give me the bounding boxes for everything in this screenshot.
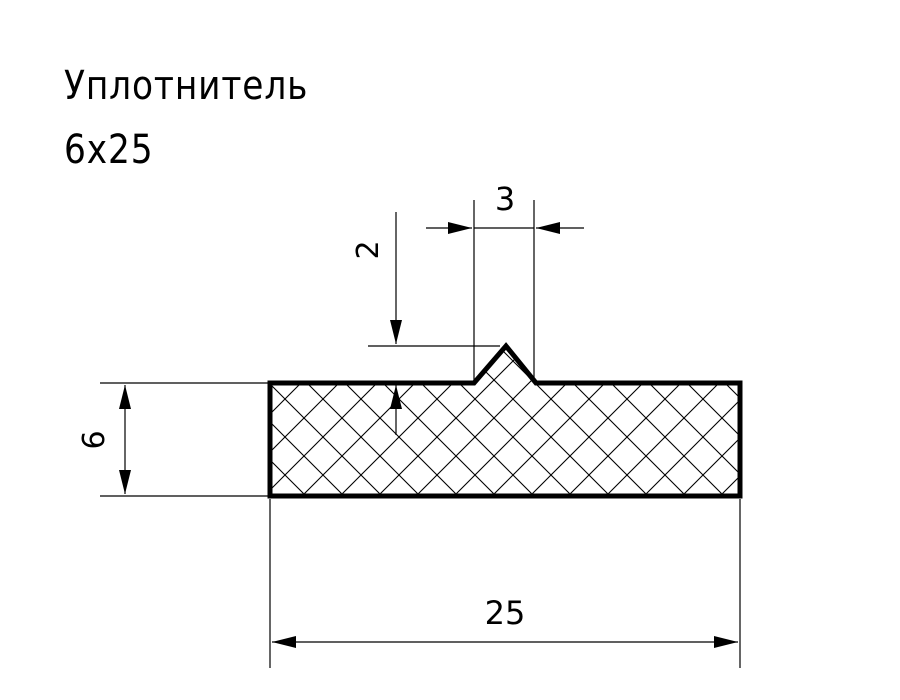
- title-line-1: Уплотнитель: [64, 63, 309, 109]
- rib-height-dimension-label: 2: [351, 240, 386, 259]
- height-dimension-label: 6: [77, 430, 112, 449]
- rib-width-dimension: [426, 200, 584, 380]
- title-line-2: 6x25: [64, 127, 154, 173]
- section-hatching: [270, 346, 740, 496]
- rib-width-dimension-label: 3: [495, 180, 515, 218]
- profile-outline: [267, 342, 743, 499]
- rib-height-dimension: [368, 212, 500, 435]
- width-dimension: [269, 499, 741, 668]
- width-dimension-label: 25: [485, 594, 526, 632]
- height-dimension: [100, 382, 268, 497]
